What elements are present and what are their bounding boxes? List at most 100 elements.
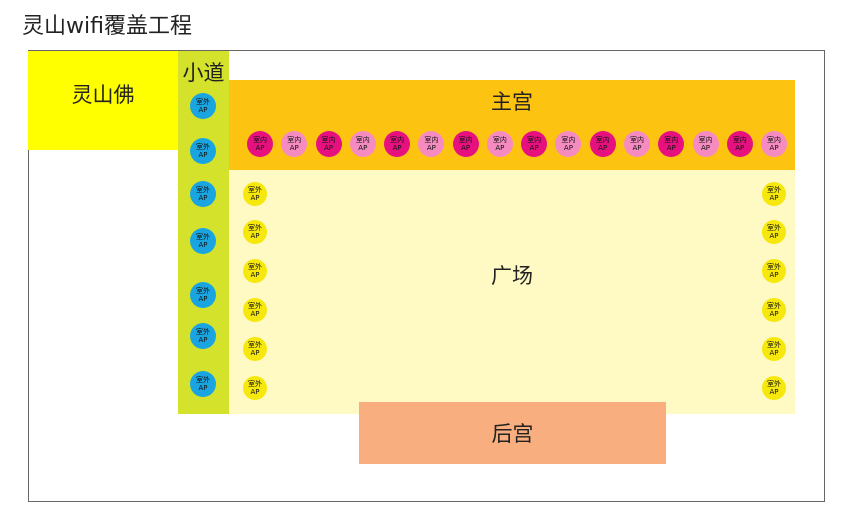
ap-type-label: 室外	[248, 301, 262, 310]
lingshan-buddha-label: 灵山佛	[71, 83, 135, 107]
ap-label: AP	[198, 105, 208, 114]
ap-label: AP	[495, 143, 505, 152]
ap-type-label: 室外	[767, 262, 781, 271]
ap-label: AP	[426, 143, 436, 152]
ap-label: AP	[198, 150, 208, 159]
ap-label: AP	[250, 193, 260, 202]
rear-palace-label: 后宫	[491, 422, 534, 446]
ap-label: AP	[666, 143, 676, 152]
ap-label: AP	[700, 143, 710, 152]
ap-label: AP	[529, 143, 539, 152]
plaza-label: 广场	[491, 264, 533, 288]
ap-type-label: 室内	[390, 135, 405, 144]
ap-type-label: 室内	[424, 135, 439, 144]
ap-type-label: 室内	[732, 135, 747, 144]
ap-type-label: 室外	[248, 262, 262, 271]
ap-label: AP	[392, 143, 402, 152]
ap-type-label: 室外	[767, 301, 781, 310]
ap-type-label: 室内	[664, 135, 679, 144]
ap-label: AP	[769, 348, 779, 357]
ap-label: AP	[769, 309, 779, 318]
ap-label: AP	[563, 143, 573, 152]
ap-type-label: 室内	[527, 135, 542, 144]
rear-palace-zone: 后宫	[359, 402, 666, 464]
main-palace-zone: 主宫	[229, 80, 795, 170]
ap-type-label: 室外	[196, 185, 210, 194]
ap-type-label: 室外	[248, 379, 262, 388]
ap-label: AP	[250, 231, 260, 240]
ap-type-label: 室内	[629, 135, 644, 144]
ap-type-label: 室外	[248, 185, 262, 194]
ap-label: AP	[198, 383, 208, 392]
ap-label: AP	[769, 387, 779, 396]
ap-label: AP	[769, 143, 779, 152]
ap-type-label: 室外	[767, 185, 781, 194]
ap-type-label: 室内	[698, 135, 713, 144]
ap-type-label: 室外	[248, 340, 262, 349]
ap-label: AP	[250, 270, 260, 279]
site-boundary	[28, 50, 825, 502]
ap-type-label: 室外	[196, 142, 210, 151]
ap-type-label: 室外	[196, 232, 210, 241]
ap-type-label: 室内	[287, 135, 302, 144]
ap-type-label: 室外	[767, 223, 781, 232]
ap-type-label: 室外	[196, 97, 210, 106]
ap-type-label: 室内	[595, 135, 610, 144]
ap-type-label: 室内	[355, 135, 370, 144]
ap-label: AP	[769, 231, 779, 240]
ap-label: AP	[198, 294, 208, 303]
ap-label: AP	[632, 143, 642, 152]
ap-label: AP	[250, 348, 260, 357]
ap-label: AP	[735, 143, 745, 152]
ap-type-label: 室内	[492, 135, 507, 144]
ap-label: AP	[255, 143, 265, 152]
ap-label: AP	[598, 143, 608, 152]
ap-label: AP	[250, 387, 260, 396]
ap-label: AP	[358, 143, 368, 152]
ap-type-label: 室外	[196, 375, 210, 384]
lingshan-buddha-zone: 灵山佛	[28, 51, 178, 150]
ap-label: AP	[769, 270, 779, 279]
ap-type-label: 室内	[321, 135, 336, 144]
ap-label: AP	[198, 240, 208, 249]
ap-type-label: 室外	[196, 327, 210, 336]
ap-type-label: 室外	[248, 223, 262, 232]
path-label: 小道	[182, 61, 225, 85]
ap-type-label: 室内	[458, 135, 473, 144]
plaza-zone: 广场	[229, 170, 795, 414]
ap-type-label: 室外	[767, 379, 781, 388]
ap-type-label: 室外	[767, 340, 781, 349]
ap-type-label: 室内	[561, 135, 576, 144]
